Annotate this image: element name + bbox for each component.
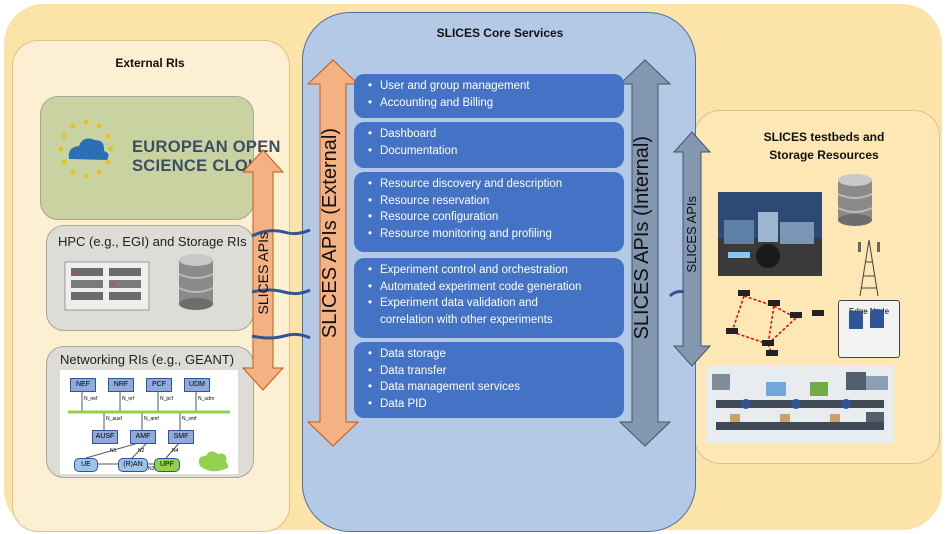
service-item: Data management services (368, 379, 618, 396)
service-item: Automated experiment code generation (368, 279, 618, 296)
factory-line-illustration (712, 372, 888, 430)
edge-node-box: Edge Node (838, 300, 900, 358)
service-item: Resource configuration (368, 209, 618, 226)
node-upf: UPF (154, 458, 180, 472)
internal-api-arrow (618, 59, 672, 447)
service-item: Data storage (368, 346, 618, 363)
antenna-tower-icon (858, 239, 880, 297)
service-group-resources: Resource discovery and description Resou… (354, 172, 624, 252)
node-ran: (R)AN (118, 458, 148, 472)
service-item: Experiment control and orchestration (368, 262, 618, 279)
service-item-continuation: correlation with other experiments (380, 313, 553, 326)
link-nausf: N_ausf (106, 416, 122, 422)
vehicle-testbed-illustration (718, 192, 822, 276)
link-n2: N2 (138, 448, 145, 454)
link-nnrf: N_nrf (122, 396, 135, 402)
iot-mesh-network-icon (726, 290, 824, 356)
service-item: Accounting and Billing (368, 95, 618, 112)
network-lines (68, 390, 230, 472)
node-nrf: NRF (108, 378, 134, 392)
testbeds-slices-api-label: SLICES APIs (684, 196, 699, 273)
node-nef: NEF (70, 378, 96, 392)
internal-api-label: SLICES APIs (Internal) (631, 136, 653, 340)
edge-node-servers-icon (849, 309, 884, 329)
node-ausf: AUSF (92, 430, 118, 444)
service-item: Resource monitoring and profiling (368, 226, 618, 243)
external-ris-title: External RIs (115, 56, 185, 70)
service-item: Dashboard (368, 126, 618, 143)
link-n3: N3 (148, 466, 155, 472)
hpc-label: HPC (e.g., EGI) and Storage RIs (58, 234, 247, 249)
core-services-title: SLICES Core Services (436, 26, 564, 40)
api-connectors (251, 228, 685, 340)
service-group-data: Data storage Data transfer Data manageme… (354, 342, 624, 418)
node-pcf: PCF (146, 378, 172, 392)
node-smf: SMF (168, 430, 194, 444)
eu-stars-cloud-icon (58, 119, 114, 179)
hpc-box (46, 225, 254, 331)
service-group-user-management: User and group management Accounting and… (354, 74, 624, 118)
eosc-logo-text: EUROPEAN OPEN SCIENCE CLOUD (132, 138, 281, 176)
database-icon (178, 254, 214, 310)
link-nudm: N_udm (198, 396, 215, 402)
link-n1: N1 (110, 448, 117, 454)
service-item: Resource discovery and description (368, 176, 618, 193)
factory-testbed-image (706, 366, 894, 444)
testbeds-title-line1: SLICES testbeds and (763, 130, 885, 144)
testbeds-title: SLICES testbeds and Storage Resources (724, 128, 924, 164)
link-nnef: N_nef (84, 396, 98, 402)
external-slices-api-arrow (241, 149, 285, 391)
external-slices-api-label: SLICES APIs (255, 232, 271, 315)
node-udm: UDM (184, 378, 210, 392)
service-item: Experiment data validation and (368, 295, 618, 312)
edge-node-label: Edge Node (848, 307, 890, 316)
service-group-experiments: Experiment control and orchestration Aut… (354, 258, 624, 338)
service-item: Data PID (368, 396, 618, 413)
testbeds-slices-api-arrow (672, 131, 712, 367)
external-api-arrow (306, 59, 360, 447)
service-item: Documentation (368, 143, 618, 160)
service-item: Resource reservation (368, 193, 618, 210)
network-architecture-diagram: NEF NRF PCF UDM AUSF AMF SMF UE (R)AN UP… (60, 370, 238, 474)
node-ue: UE (74, 458, 98, 472)
link-namf: N_amf (144, 416, 159, 422)
link-npcf: N_pcf (160, 396, 174, 402)
link-n4: N4 (172, 448, 179, 454)
service-item: Data transfer (368, 363, 618, 380)
service-group-dashboard: Dashboard Documentation (354, 122, 624, 168)
node-amf: AMF (130, 430, 156, 444)
database-icon (837, 174, 873, 226)
link-nsmf: N_smf (182, 416, 197, 422)
external-api-label: SLICES APIs (External) (319, 128, 341, 339)
eosc-line2: SCIENCE CLOUD (132, 157, 273, 175)
eosc-box (40, 96, 254, 220)
networking-label: Networking RIs (e.g., GEANT) (60, 352, 235, 367)
eosc-line1: EUROPEAN OPEN (132, 138, 281, 156)
service-item: User and group management (368, 78, 618, 95)
server-rack-icon (64, 254, 214, 311)
testbeds-title-line2: Storage Resources (769, 148, 879, 162)
vehicle-testbed-photo (718, 192, 822, 276)
